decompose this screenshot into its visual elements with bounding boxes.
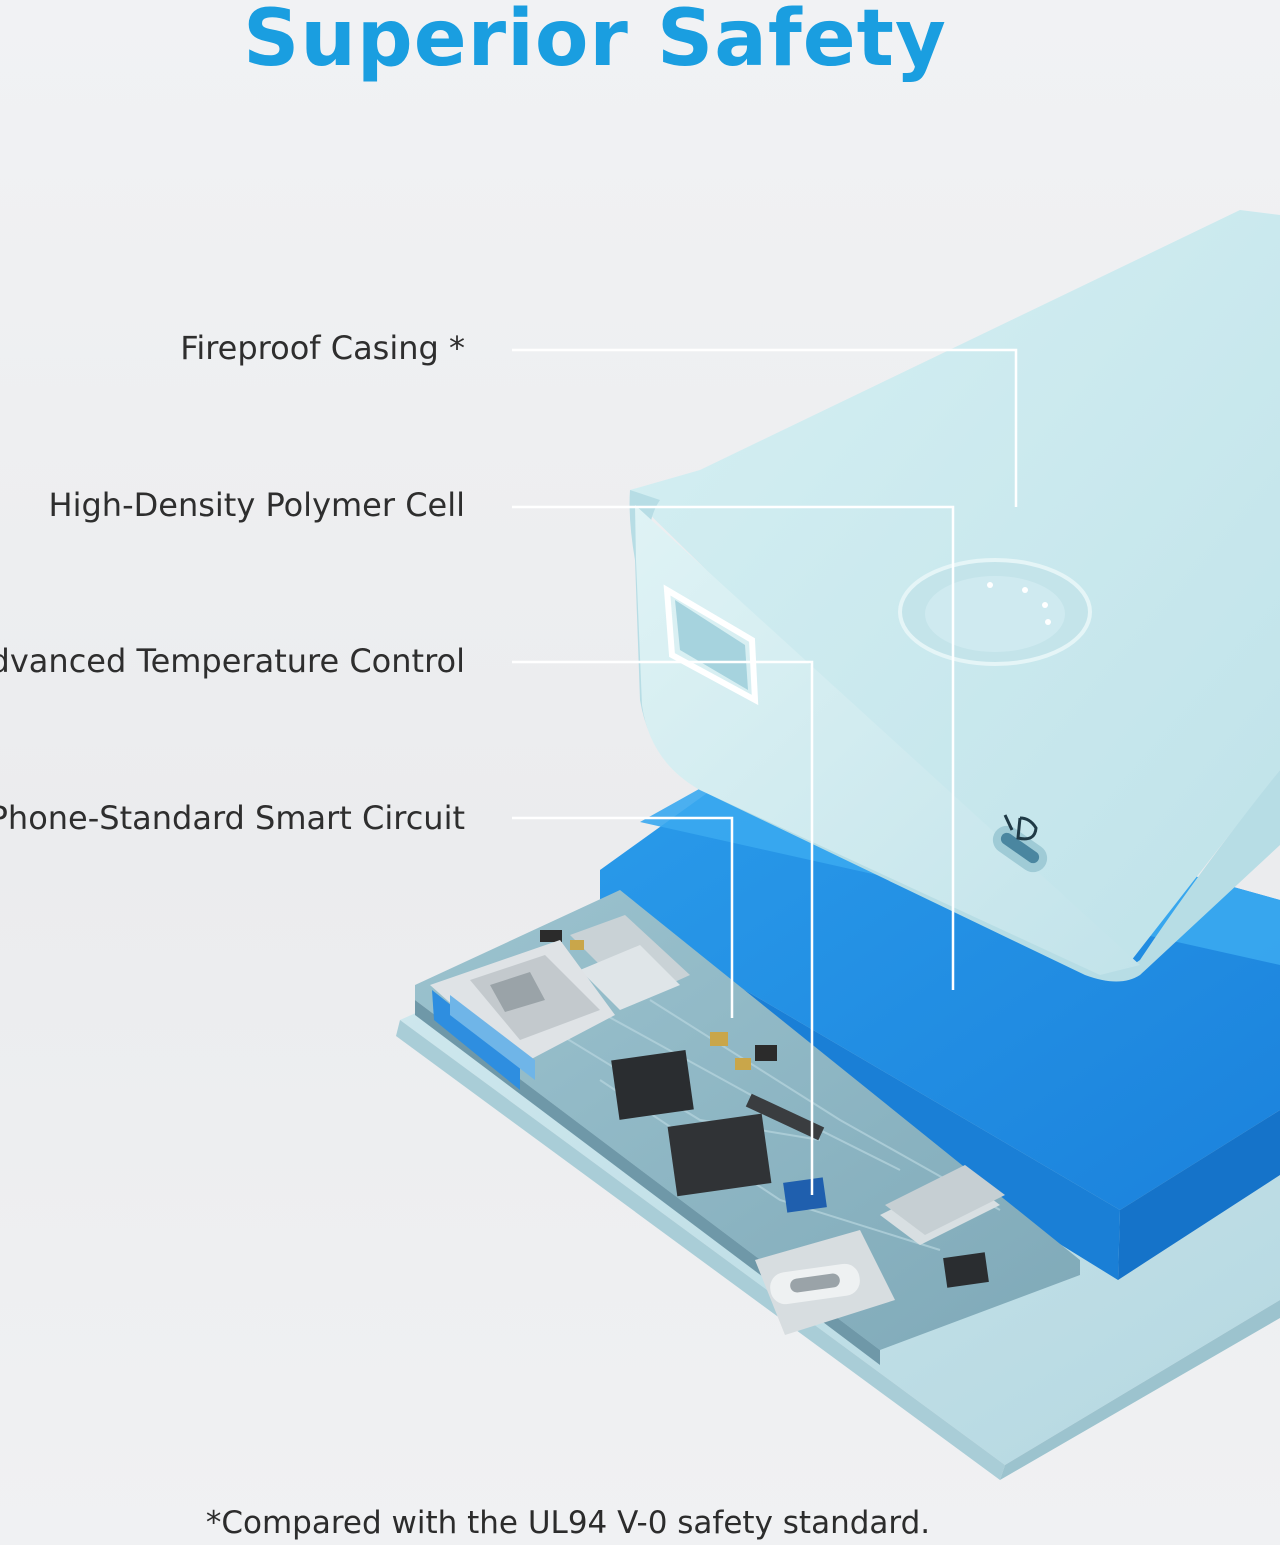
fireproof-casing — [629, 210, 1280, 982]
headline: Superior Safety — [243, 0, 947, 84]
footnote: *Compared with the UL94 V-0 safety stand… — [205, 1505, 931, 1541]
usb-c-port — [755, 1230, 895, 1335]
callout-lines — [512, 348, 1018, 1195]
iq-logo-icon — [1003, 814, 1038, 841]
callout-fireproof-casing: Fireproof Casing * — [180, 329, 465, 367]
callout-smart-circuit: Phone-Standard Smart Circuit — [0, 799, 465, 837]
callout-polymer-cell: High-Density Polymer Cell — [48, 486, 465, 524]
callout-temperature-control: Advanced Temperature Control — [0, 642, 465, 680]
power-button — [898, 558, 1092, 666]
usb-a-port — [430, 940, 615, 1090]
temperature-sensor-chip — [783, 1177, 827, 1213]
front-usb-port — [663, 584, 759, 706]
circuit-board — [415, 890, 1080, 1365]
